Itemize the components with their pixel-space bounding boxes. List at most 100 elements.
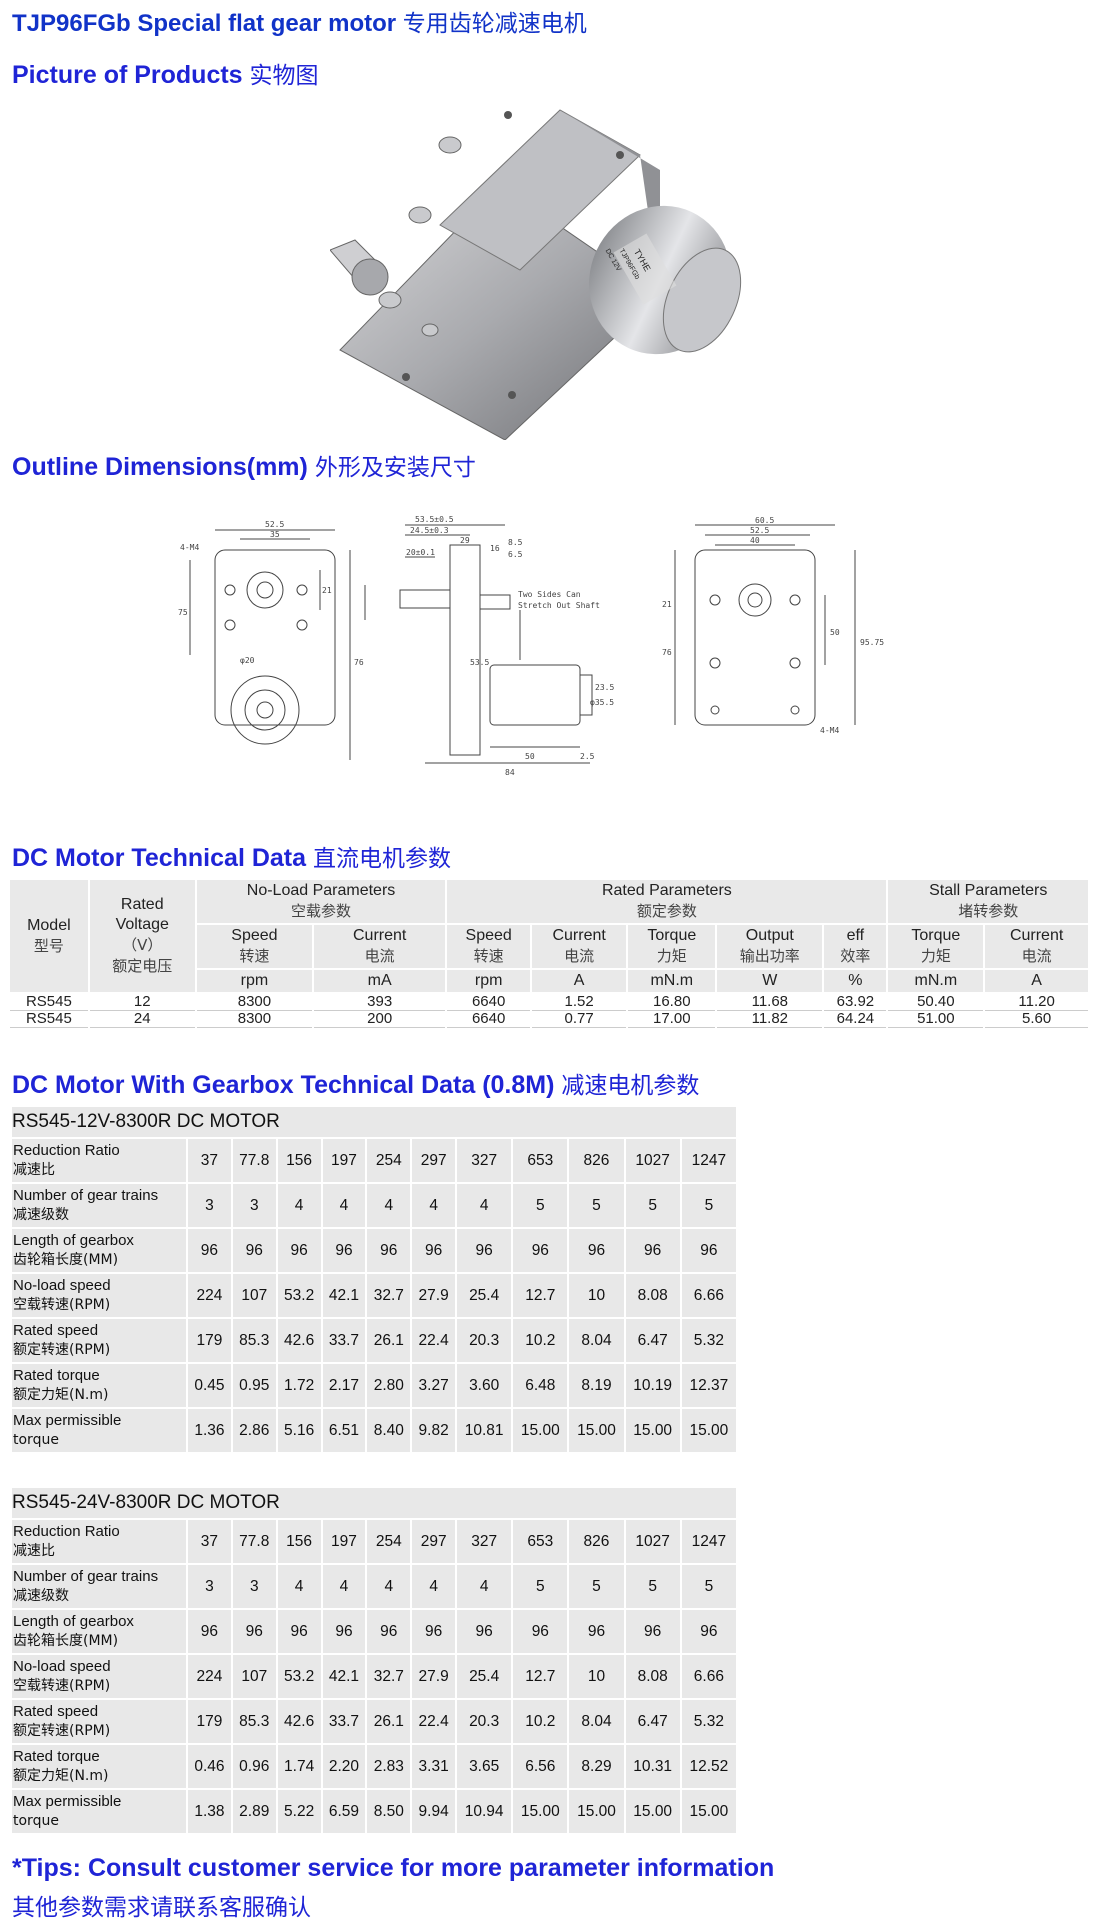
table-cell: 224 bbox=[186, 1653, 233, 1700]
table-cell: 254 bbox=[365, 1518, 413, 1565]
table-cell: 53.2 bbox=[275, 1272, 323, 1319]
title-cn: 专用齿轮减速电机 bbox=[402, 11, 587, 37]
table-cell: 20.3 bbox=[455, 1317, 514, 1364]
table-cell: 0.45 bbox=[186, 1362, 233, 1409]
table-cell: 6.48 bbox=[511, 1362, 570, 1409]
table-cell: 10.2 bbox=[511, 1317, 570, 1364]
table-cell: 96 bbox=[186, 1227, 233, 1274]
table-cell: 5 bbox=[623, 1563, 682, 1610]
dim-label: 21 bbox=[322, 586, 332, 595]
table-cell: 0.46 bbox=[186, 1743, 233, 1790]
table-cell: 4 bbox=[455, 1182, 514, 1229]
table-cell: 15.00 bbox=[567, 1407, 626, 1454]
table-cell: 42.1 bbox=[320, 1272, 368, 1319]
table-cell: 12 bbox=[88, 993, 197, 1011]
table-cell: 2.80 bbox=[365, 1362, 413, 1409]
table-cell: 85.3 bbox=[230, 1317, 278, 1364]
table-cell: 11.68 bbox=[716, 993, 825, 1011]
table-cell: 1027 bbox=[623, 1137, 682, 1184]
table-cell: 6640 bbox=[446, 993, 533, 1011]
table-cell: 4 bbox=[320, 1563, 368, 1610]
table-cell: 4 bbox=[410, 1182, 458, 1229]
dim-label: 76 bbox=[354, 658, 364, 667]
dim-label: φ20 bbox=[240, 656, 255, 665]
table-cell: 15.00 bbox=[511, 1788, 570, 1835]
heading-en: Outline Dimensions(mm) bbox=[12, 453, 308, 481]
dc-unit-cell: mN.m bbox=[627, 969, 718, 994]
table-cell: 6.47 bbox=[623, 1317, 682, 1364]
table-cell: 96 bbox=[365, 1608, 413, 1655]
table-cell: 15.00 bbox=[623, 1788, 682, 1835]
table-cell: 96 bbox=[275, 1227, 323, 1274]
dim-label: 20±0.1 bbox=[406, 548, 435, 557]
table-cell: 6.51 bbox=[320, 1407, 368, 1454]
table-cell: 6.56 bbox=[511, 1743, 570, 1790]
table-cell: 10.31 bbox=[623, 1743, 682, 1790]
table-cell: 51.00 bbox=[887, 1010, 986, 1028]
table-cell: 27.9 bbox=[410, 1272, 458, 1319]
dim-label: 50 bbox=[525, 752, 535, 761]
table-cell: 96 bbox=[623, 1608, 682, 1655]
dc-unit-cell: A bbox=[531, 969, 629, 994]
table-cell: 96 bbox=[365, 1227, 413, 1274]
dim-label: 50 bbox=[830, 628, 840, 637]
table-cell: 3 bbox=[230, 1563, 278, 1610]
table-cell: 2.86 bbox=[230, 1407, 278, 1454]
table-cell: 12.7 bbox=[511, 1653, 570, 1700]
table-cell: 653 bbox=[511, 1518, 570, 1565]
table-cell: 96 bbox=[455, 1608, 514, 1655]
table-cell: 1247 bbox=[679, 1518, 739, 1565]
dim-label: 4-M4 bbox=[820, 726, 839, 735]
table-cell: 1027 bbox=[623, 1518, 682, 1565]
table-cell: 96 bbox=[320, 1227, 368, 1274]
table-cell: 5.16 bbox=[275, 1407, 323, 1454]
section-heading-dimensions: Outline Dimensions(mm) 外形及安装尺寸 bbox=[12, 448, 476, 482]
table-cell: 4 bbox=[320, 1182, 368, 1229]
table-cell: 12.37 bbox=[679, 1362, 739, 1409]
table-cell: 96 bbox=[230, 1608, 278, 1655]
dim-label: 53.5 bbox=[470, 658, 489, 667]
dc-unit-cell: A bbox=[984, 969, 1090, 994]
table-cell: 5 bbox=[567, 1182, 626, 1229]
dim-label: 52.5 bbox=[750, 526, 769, 535]
dim-label: Stretch Out Shaft bbox=[518, 601, 600, 610]
table-cell: 96 bbox=[186, 1608, 233, 1655]
table-cell: 3 bbox=[186, 1563, 233, 1610]
table-cell: 4 bbox=[410, 1563, 458, 1610]
section-heading-picture: Picture of Products 实物图 bbox=[12, 56, 319, 90]
table-cell: 4 bbox=[455, 1563, 514, 1610]
table-cell: 9.94 bbox=[410, 1788, 458, 1835]
table-cell: 64.24 bbox=[823, 1010, 889, 1028]
table-cell: 15.00 bbox=[679, 1788, 739, 1835]
table-cell: 96 bbox=[275, 1608, 323, 1655]
dim-label: 2.5 bbox=[580, 752, 595, 761]
motor-label bbox=[613, 233, 677, 305]
product-photo: TYHE TJP96FGb DC 12V bbox=[330, 109, 742, 440]
table-cell: 10.2 bbox=[511, 1698, 570, 1745]
table-cell: 2.89 bbox=[230, 1788, 278, 1835]
dim-label: 40 bbox=[750, 536, 760, 545]
gearbox-table-title: RS545-12V-8300R DC MOTOR bbox=[10, 1105, 738, 1139]
table-cell: 12.52 bbox=[679, 1743, 739, 1790]
heading-cn: 外形及安装尺寸 bbox=[314, 455, 476, 481]
table-cell: 5 bbox=[679, 1182, 739, 1229]
table-cell: 9.82 bbox=[410, 1407, 458, 1454]
table-cell: 1.36 bbox=[186, 1407, 233, 1454]
table-cell: 32.7 bbox=[365, 1272, 413, 1319]
table-cell: 826 bbox=[567, 1137, 626, 1184]
